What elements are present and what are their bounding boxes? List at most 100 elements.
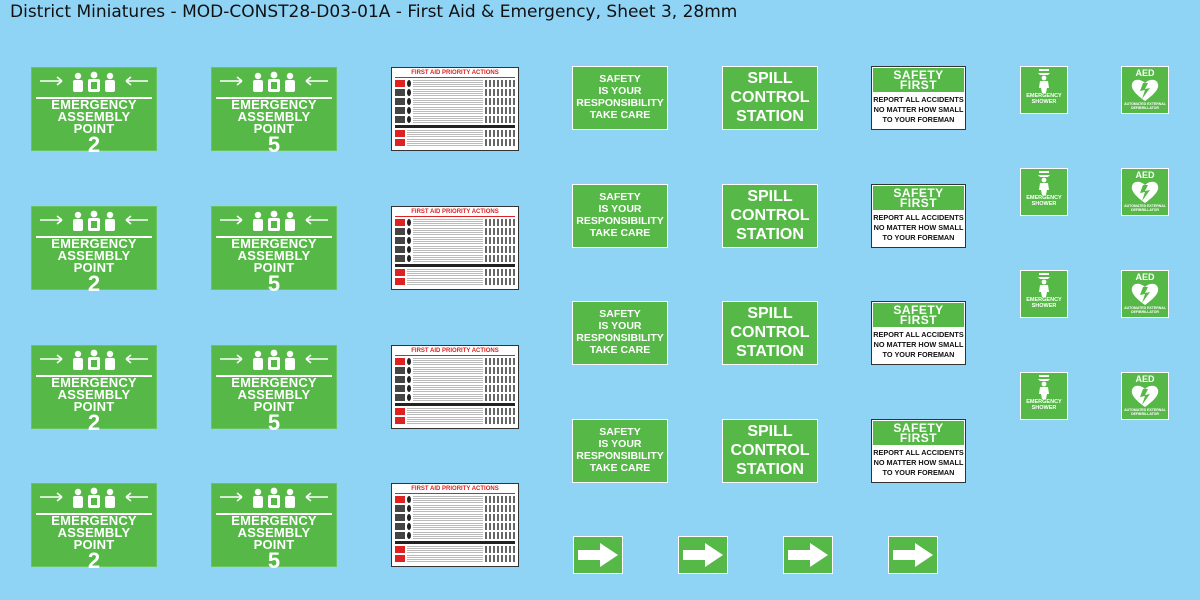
- sheet-title: District Miniatures - MOD-CONST28-D03-01…: [10, 2, 738, 22]
- sign-line-3: RESPONSIBILITY: [576, 332, 664, 344]
- sign-line-2: ASSEMBLY: [237, 248, 311, 263]
- aed-sign: AED AUTOMATED EXTERNAL DEFIBRILLATOR: [1121, 168, 1169, 216]
- first-aid-row: [395, 546, 515, 553]
- sign-line-4: TAKE CARE: [589, 109, 651, 121]
- spill-control-station-sign: SPILL CONTROL STATION: [722, 66, 818, 130]
- divider: [216, 375, 332, 377]
- assembly-point-number: 2: [87, 132, 101, 157]
- safety-responsibility-sign: SAFETY IS YOUR RESPONSIBILITY TAKE CARE: [572, 184, 668, 248]
- sign-line-2: IS YOUR: [598, 203, 642, 215]
- sign-line-2: ASSEMBLY: [57, 525, 131, 540]
- aed-subtitle-2: DEFIBRILLATOR: [1131, 208, 1159, 212]
- first-aid-row: [395, 532, 515, 539]
- sign-line-1: SAFETY: [599, 308, 641, 320]
- first-aid-priority-sheet: FIRST AID PRIORITY ACTIONS: [391, 345, 519, 429]
- sign-line-3: RESPONSIBILITY: [576, 215, 664, 227]
- safety-first-header: SAFETY FIRST: [872, 302, 965, 328]
- assembly-point-number: 2: [87, 271, 101, 296]
- emergency-assembly-point-sign: EMERGENCY ASSEMBLY POINT 5: [211, 345, 337, 434]
- sign-line-2: CONTROL: [730, 324, 810, 341]
- first-aid-title: FIRST AID PRIORITY ACTIONS: [395, 348, 515, 356]
- assembly-point-number: 5: [267, 410, 281, 435]
- body-line-2: NO MATTER HOW SMALL: [873, 458, 964, 467]
- aed-subtitle-1: AUTOMATED EXTERNAL: [1124, 204, 1166, 208]
- aed-sign: AED AUTOMATED EXTERNAL DEFIBRILLATOR: [1121, 372, 1169, 420]
- aed-label: AED: [1135, 374, 1155, 384]
- first-aid-row: [395, 408, 515, 415]
- aed-sign: AED AUTOMATED EXTERNAL DEFIBRILLATOR: [1121, 66, 1169, 114]
- aed-subtitle-1: AUTOMATED EXTERNAL: [1124, 102, 1166, 106]
- direction-arrow-sign: [678, 536, 728, 574]
- sign-line-3: POINT: [73, 260, 115, 275]
- first-aid-title: FIRST AID PRIORITY ACTIONS: [395, 209, 515, 217]
- first-aid-row: [395, 385, 515, 392]
- assembly-people-icon: [220, 210, 328, 231]
- first-aid-divider: [395, 403, 515, 406]
- sign-line-4: TAKE CARE: [589, 462, 651, 474]
- safety-first-sign: SAFETY FIRST REPORT ALL ACCIDENTS NO MAT…: [871, 301, 966, 365]
- first-aid-title: FIRST AID PRIORITY ACTIONS: [395, 486, 515, 494]
- first-aid-row: [395, 376, 515, 383]
- first-aid-row: [395, 417, 515, 424]
- first-aid-divider: [395, 541, 515, 544]
- assembly-point-number: 5: [267, 132, 281, 157]
- sign-line-1: SPILL: [747, 188, 793, 205]
- first-aid-row: [395, 107, 515, 114]
- first-aid-row: [395, 394, 515, 401]
- sign-line-1: EMERGENCY: [1026, 93, 1062, 99]
- arrow-right-icon: [788, 543, 828, 567]
- header-line-1: SAFETY: [893, 68, 944, 82]
- sign-line-2: SHOWER: [1031, 201, 1057, 207]
- divider: [36, 236, 152, 238]
- first-aid-row: [395, 278, 515, 285]
- first-aid-row: [395, 98, 515, 105]
- sign-line-3: RESPONSIBILITY: [576, 97, 664, 109]
- header-line-2: FIRST: [899, 78, 938, 92]
- shower-icon: [1038, 69, 1050, 93]
- sign-line-3: POINT: [73, 121, 115, 136]
- spill-control-station-sign: SPILL CONTROL STATION: [722, 184, 818, 248]
- first-aid-row: [395, 269, 515, 276]
- first-aid-title: FIRST AID PRIORITY ACTIONS: [395, 70, 515, 78]
- header-line-2: FIRST: [899, 196, 938, 210]
- sign-line-2: ASSEMBLY: [57, 248, 131, 263]
- safety-first-body: REPORT ALL ACCIDENTS NO MATTER HOW SMALL…: [872, 93, 965, 125]
- emergency-shower-sign: EMERGENCY SHOWER: [1020, 372, 1068, 420]
- heart-bolt-icon: [1131, 385, 1159, 407]
- first-aid-row: [395, 116, 515, 123]
- safety-first-header: SAFETY FIRST: [872, 420, 965, 446]
- assembly-people-icon: [220, 487, 328, 508]
- first-aid-row: [395, 246, 515, 253]
- arrow-right-icon: [578, 543, 618, 567]
- sign-line-2: SHOWER: [1031, 99, 1057, 105]
- sign-line-2: SHOWER: [1031, 405, 1057, 411]
- safety-first-sign: SAFETY FIRST REPORT ALL ACCIDENTS NO MAT…: [871, 66, 966, 130]
- assembly-people-icon: [220, 71, 328, 92]
- sign-line-3: POINT: [73, 537, 115, 552]
- first-aid-row: [395, 358, 515, 365]
- body-line-1: REPORT ALL ACCIDENTS: [873, 330, 964, 339]
- sign-line-1: EMERGENCY: [51, 236, 137, 251]
- emergency-shower-sign: EMERGENCY SHOWER: [1020, 168, 1068, 216]
- header-line-1: SAFETY: [893, 421, 944, 435]
- divider: [36, 513, 152, 515]
- first-aid-row: [395, 514, 515, 521]
- divider: [36, 375, 152, 377]
- heart-bolt-icon: [1131, 79, 1159, 101]
- sign-line-1: EMERGENCY: [1026, 195, 1062, 201]
- first-aid-row: [395, 219, 515, 226]
- aed-label: AED: [1135, 68, 1155, 78]
- first-aid-divider: [395, 125, 515, 128]
- first-aid-row: [395, 255, 515, 262]
- emergency-assembly-point-sign: EMERGENCY ASSEMBLY POINT 5: [211, 67, 337, 156]
- emergency-assembly-point-sign: EMERGENCY ASSEMBLY POINT 2: [31, 345, 157, 434]
- safety-first-body: REPORT ALL ACCIDENTS NO MATTER HOW SMALL…: [872, 328, 965, 360]
- direction-arrow-sign: [573, 536, 623, 574]
- emergency-assembly-point-sign: EMERGENCY ASSEMBLY POINT 2: [31, 483, 157, 572]
- first-aid-row: [395, 89, 515, 96]
- aed-subtitle-1: AUTOMATED EXTERNAL: [1124, 306, 1166, 310]
- first-aid-priority-sheet: FIRST AID PRIORITY ACTIONS: [391, 67, 519, 151]
- sign-line-1: SAFETY: [599, 191, 641, 203]
- assembly-people-icon: [40, 487, 148, 508]
- sign-line-1: SAFETY: [599, 73, 641, 85]
